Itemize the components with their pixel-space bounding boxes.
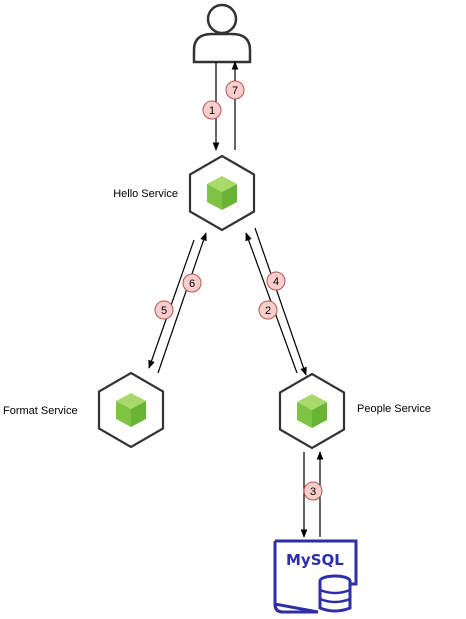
arrow-hello-to-format — [148, 239, 195, 369]
step-badge-2: 2 — [258, 300, 278, 320]
user-node — [192, 3, 252, 64]
user-icon — [192, 3, 252, 64]
step-badge-label: 5 — [161, 305, 167, 317]
database-icon — [273, 539, 358, 614]
service-cube-icon — [278, 372, 346, 450]
step-badge-label: 3 — [310, 486, 316, 498]
people-service-node: People Service — [278, 372, 431, 450]
mysql-label: MySQL — [286, 551, 344, 569]
step-badge-label: 4 — [273, 276, 279, 288]
hello-service-label: Hello Service — [113, 188, 178, 200]
connectors — [148, 61, 324, 538]
step-badge-3: 3 — [303, 481, 323, 501]
step-badge-7: 7 — [225, 80, 245, 100]
format-service-node: Format Service — [3, 371, 165, 449]
step-badge-1: 1 — [202, 100, 222, 120]
mysql-node: MySQL — [273, 539, 358, 614]
service-cube-icon — [97, 371, 165, 449]
people-service-label: People Service — [357, 403, 431, 415]
arrow-format-to-hello — [157, 232, 207, 374]
step-badge-5: 5 — [154, 300, 174, 320]
format-service-label: Format Service — [3, 405, 78, 417]
step-badge-label: 6 — [189, 278, 195, 290]
step-badge-label: 7 — [232, 85, 238, 97]
arrow-hello-to-people — [254, 227, 307, 376]
service-cube-icon — [188, 154, 256, 232]
step-badge-6: 6 — [182, 273, 202, 293]
hello-service-node: Hello Service — [113, 154, 256, 232]
step-badge-4: 4 — [266, 271, 286, 291]
step-badge-label: 2 — [265, 305, 271, 317]
step-badge-label: 1 — [209, 105, 215, 117]
step-badges: 1 2 3 4 5 6 7 — [154, 80, 323, 501]
